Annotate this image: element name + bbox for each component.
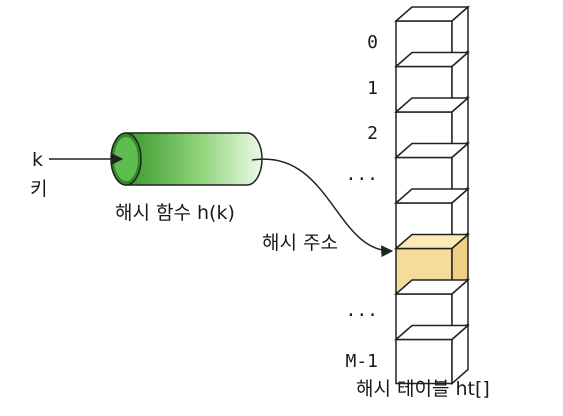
hash-table-caption: 해시 테이블 ht[] (356, 378, 490, 400)
key-label: k (32, 149, 44, 171)
slot-index-label: 0 (367, 32, 378, 53)
hash-address-arrow (251, 158, 394, 258)
hash-table (394, 5, 470, 386)
slot-index-label: ··· (345, 168, 378, 190)
slot-index-label: ··· (345, 305, 378, 326)
hash-address-label: 해시 주소 (262, 232, 338, 254)
hash-table-slot-highlighted (394, 232, 470, 295)
hash-function-cylinder (110, 132, 263, 186)
hash-table-slot (394, 323, 470, 386)
hash-function-label: 해시 함수 h(k) (115, 202, 235, 224)
key-caption: 키 (30, 178, 48, 200)
slot-index-label: 1 (367, 77, 378, 99)
slot-index-label: 2 (367, 123, 378, 144)
slot-index-label: M-1 (345, 350, 378, 372)
